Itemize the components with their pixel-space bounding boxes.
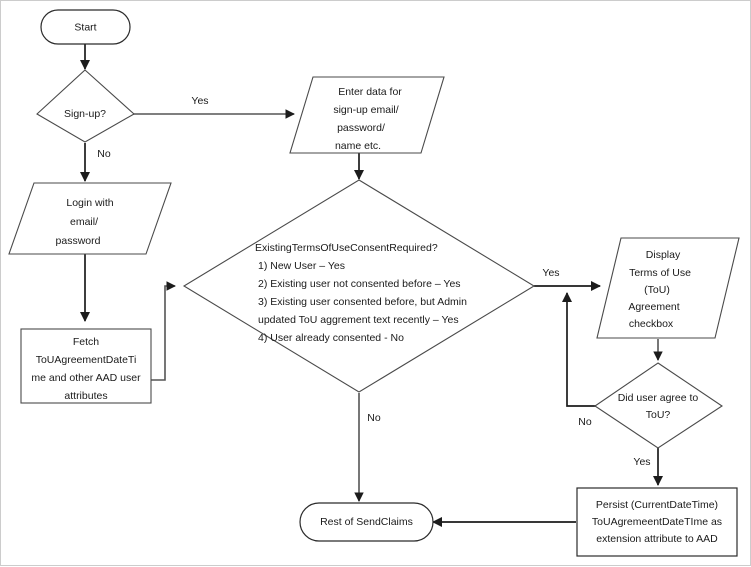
edge-consent-yes: Yes: [534, 267, 602, 292]
edge-label-consent-yes: Yes: [542, 267, 559, 279]
node-display-tou-line-4: Agreement: [628, 301, 679, 313]
node-display-tou-line-1: Display: [646, 249, 681, 261]
node-signup-decision-label: Sign-up?: [64, 108, 106, 120]
edge-label-signup-no: No: [97, 148, 111, 160]
node-enter-data-line-1: Enter data for: [338, 86, 402, 98]
node-did-agree-decision[interactable]: Did user agree to ToU?: [594, 362, 723, 449]
node-enter-data-line-3: password/: [337, 122, 385, 134]
node-consent-required-decision[interactable]: ExistingTermsOfUseConsentRequired? 1) Ne…: [182, 179, 536, 393]
edge-label-signup-yes: Yes: [191, 95, 208, 107]
node-start[interactable]: Start: [40, 9, 131, 45]
edge-label-consent-no: No: [367, 412, 381, 424]
node-persist-line-2: ToUAgremeentDateTIme as: [592, 516, 722, 528]
edge-label-didagree-yes: Yes: [633, 456, 650, 468]
node-login-line-2: email/: [70, 216, 98, 228]
node-consent-required-line-5: updated ToU aggrement text recently – Ye…: [258, 314, 459, 326]
node-enter-data-line-2: sign-up email/: [333, 104, 398, 116]
node-start-label: Start: [74, 21, 96, 33]
node-display-tou-line-2: Terms of Use: [629, 267, 691, 279]
node-display-tou-line-3: (ToU): [644, 284, 670, 296]
node-rest-of-sendclaims-label: Rest of SendClaims: [320, 516, 413, 528]
node-enter-data-line-4: name etc.: [335, 140, 381, 152]
node-persist[interactable]: Persist (CurrentDateTime) ToUAgremeentDa…: [576, 487, 738, 557]
node-enter-data[interactable]: Enter data for sign-up email/ password/ …: [289, 76, 445, 154]
node-display-tou-line-5: checkbox: [629, 318, 674, 330]
node-did-agree-line-2: ToU?: [646, 409, 671, 421]
node-consent-required-line-6: 4) User already consented - No: [258, 332, 404, 344]
edge-signup-no: No: [79, 143, 111, 183]
node-did-agree-line-1: Did user agree to: [618, 392, 699, 404]
node-consent-required-line-1: ExistingTermsOfUseConsentRequired?: [255, 242, 438, 254]
edge-didagree-no: No: [561, 291, 596, 428]
edge-signup-yes: Yes: [133, 95, 295, 119]
edge-fetch-to-consent: [151, 281, 176, 381]
node-persist-line-3: extension attribute to AAD: [596, 533, 718, 545]
node-persist-line-1: Persist (CurrentDateTime): [596, 499, 718, 511]
node-fetch-tou-line-3: me and other AAD user: [31, 372, 141, 384]
node-login-line-1: Login with: [66, 197, 113, 209]
node-login-line-3: password: [56, 235, 101, 247]
node-consent-required-line-3: 2) Existing user not consented before – …: [258, 278, 461, 290]
node-consent-required-line-2: 1) New User – Yes: [258, 260, 345, 272]
node-consent-required-line-4: 3) Existing user consented before, but A…: [258, 296, 467, 308]
edge-didagree-yes: Yes: [633, 448, 664, 487]
node-rest-of-sendclaims[interactable]: Rest of SendClaims: [299, 502, 434, 542]
node-fetch-tou-line-2: ToUAgreementDateTi: [36, 354, 137, 366]
node-fetch-tou-line-4: attributes: [64, 390, 107, 402]
node-fetch-tou-line-1: Fetch: [73, 336, 99, 348]
node-display-tou[interactable]: Display Terms of Use (ToU) Agreement che…: [596, 237, 740, 339]
node-login[interactable]: Login with email/ password: [8, 182, 172, 255]
node-fetch-tou[interactable]: Fetch ToUAgreementDateTi me and other AA…: [20, 328, 152, 404]
edge-consent-no: No: [354, 393, 381, 502]
edge-label-didagree-no: No: [578, 416, 592, 428]
node-signup-decision[interactable]: Sign-up?: [36, 69, 135, 143]
